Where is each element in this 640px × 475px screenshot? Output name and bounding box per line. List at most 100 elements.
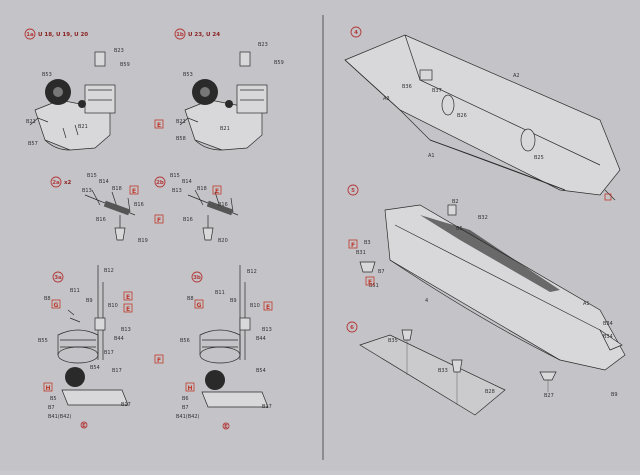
svg-text:F: F: [157, 217, 161, 224]
step-1b-number: 1b: [176, 32, 184, 38]
svg-text:B54: B54: [256, 368, 266, 374]
svg-text:B23: B23: [258, 42, 268, 48]
svg-text:5: 5: [351, 188, 355, 194]
step-2b: 2b B15 B14 B18 B13 B16 B16 B20 E F: [154, 173, 239, 244]
svg-text:B18: B18: [112, 186, 122, 192]
svg-text:E: E: [157, 122, 161, 129]
svg-text:B20: B20: [218, 238, 228, 244]
svg-text:B28: B28: [485, 389, 495, 395]
svg-text:B13: B13: [172, 188, 182, 194]
step-3a: 3a B12 B11 B8 B10 B9 B13 B44 B55 B17 B54…: [38, 265, 133, 429]
svg-text:4: 4: [354, 30, 358, 36]
svg-text:F: F: [157, 357, 161, 364]
svg-text:B23: B23: [114, 48, 124, 54]
svg-text:B3: B3: [364, 240, 371, 246]
svg-text:B7: B7: [378, 269, 385, 275]
svg-text:B54: B54: [90, 365, 100, 371]
svg-text:B18: B18: [197, 186, 207, 192]
svg-text:B9: B9: [611, 392, 618, 398]
svg-text:H: H: [187, 385, 192, 392]
svg-text:B32: B32: [478, 215, 488, 221]
step-1a-title: U 18, U 19, U 20: [38, 32, 88, 38]
svg-text:B17: B17: [121, 402, 131, 408]
svg-text:B6: B6: [182, 396, 189, 402]
svg-text:B44: B44: [256, 336, 266, 342]
svg-text:3b: 3b: [193, 275, 201, 281]
svg-text:B53: B53: [42, 72, 52, 78]
svg-text:4: 4: [425, 298, 428, 304]
svg-text:2b: 2b: [156, 180, 164, 186]
svg-text:B10: B10: [108, 303, 118, 309]
svg-text:B12: B12: [104, 268, 114, 274]
svg-text:B59: B59: [120, 62, 130, 68]
svg-text:B53: B53: [183, 72, 193, 78]
svg-text:6: 6: [350, 325, 354, 331]
svg-text:B15: B15: [87, 173, 97, 179]
svg-text:B41(B42): B41(B42): [48, 414, 72, 420]
step-2a: 2a x2 B15 B14 B18 B13 B16 B16 B19 E: [50, 173, 148, 244]
svg-text:B16: B16: [218, 202, 228, 208]
svg-text:H: H: [45, 385, 50, 392]
svg-text:E: E: [132, 188, 136, 195]
step-6: 6 B35 B33 B28 B27 B34 B9: [346, 321, 618, 416]
svg-text:B34: B34: [603, 334, 613, 340]
svg-text:B17: B17: [104, 350, 114, 356]
svg-text:B10: B10: [250, 303, 260, 309]
svg-text:E: E: [126, 306, 130, 313]
svg-text:B35: B35: [388, 338, 398, 344]
svg-text:B41(B42): B41(B42): [176, 414, 200, 420]
svg-text:B11: B11: [70, 288, 80, 294]
svg-text:B26: B26: [457, 113, 467, 119]
svg-text:B13: B13: [121, 327, 131, 333]
svg-text:B17: B17: [112, 368, 122, 374]
svg-text:B25: B25: [534, 155, 544, 161]
svg-text:B59: B59: [274, 60, 284, 66]
svg-text:A1: A1: [428, 153, 435, 159]
svg-text:B51: B51: [369, 283, 379, 289]
svg-text:B27: B27: [544, 393, 554, 399]
svg-text:B58: B58: [176, 136, 186, 142]
svg-text:A1: A1: [583, 301, 590, 307]
svg-text:E: E: [126, 294, 130, 301]
svg-text:B21: B21: [176, 119, 186, 125]
svg-text:B6: B6: [456, 226, 463, 232]
svg-text:A2: A2: [513, 73, 520, 79]
svg-text:E: E: [266, 304, 270, 311]
step-1a: 1a U 18, U 19, U 20 B23 B59 B53 B21 B57 …: [24, 28, 130, 151]
svg-text:B21: B21: [78, 124, 88, 130]
svg-text:B13: B13: [262, 327, 272, 333]
svg-text:F: F: [351, 242, 355, 249]
svg-text:E: E: [224, 424, 228, 430]
svg-text:B57: B57: [28, 141, 38, 147]
svg-text:B55: B55: [38, 338, 48, 344]
svg-text:B11: B11: [215, 290, 225, 296]
svg-text:E: E: [368, 279, 372, 286]
svg-text:B56: B56: [180, 338, 190, 344]
svg-text:B37: B37: [432, 88, 442, 94]
svg-text:A3: A3: [383, 96, 390, 102]
step-4: 4 B36 B37 A2 A3 B26 A1 B25: [344, 26, 621, 201]
svg-text:B9: B9: [230, 298, 237, 304]
svg-text:3a: 3a: [54, 275, 62, 281]
svg-text:G: G: [197, 302, 202, 309]
step-5: 5 B2 B32 B6 B3 B31 B7 B51 4 A1 B34 F E: [347, 184, 626, 371]
svg-text:E: E: [82, 423, 86, 429]
step-1b: 1b U 23, U 24 B23 B59 B53 B21 B58 B21 E: [154, 28, 284, 151]
svg-text:B31: B31: [356, 250, 366, 256]
svg-text:x2: x2: [64, 180, 72, 186]
svg-text:B5: B5: [50, 396, 57, 402]
svg-text:2a: 2a: [52, 180, 60, 186]
step-1a-number: 1a: [26, 32, 34, 38]
svg-text:B19: B19: [138, 238, 148, 244]
step-3b: 3b B12 B11 B8 B10 B9 B13 B44 B56 B54 B6 …: [154, 265, 273, 430]
svg-text:B13: B13: [82, 188, 92, 194]
svg-text:B2: B2: [452, 199, 459, 205]
svg-text:B44: B44: [114, 336, 124, 342]
svg-text:B14: B14: [99, 179, 109, 185]
svg-text:B7: B7: [48, 405, 55, 411]
svg-text:B33: B33: [438, 368, 448, 374]
svg-text:B21: B21: [26, 119, 36, 125]
svg-text:B16: B16: [183, 217, 193, 223]
svg-text:B8: B8: [187, 296, 194, 302]
